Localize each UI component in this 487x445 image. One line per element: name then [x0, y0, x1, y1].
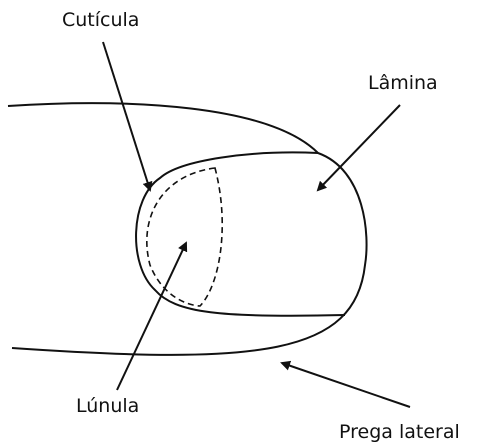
label-prega-lateral: Prega lateral — [339, 423, 460, 442]
label-cuticula: Cutícula — [62, 11, 139, 30]
arrow-prega-lateral — [282, 363, 410, 407]
finger-outline — [8, 103, 367, 355]
label-lamina: Lâmina — [368, 74, 438, 93]
arrow-lamina — [318, 105, 400, 190]
arrow-cuticula — [103, 42, 150, 190]
label-lunula: Lúnula — [76, 397, 139, 416]
arrow-lunula — [117, 243, 186, 390]
lunula-outline — [147, 168, 222, 306]
